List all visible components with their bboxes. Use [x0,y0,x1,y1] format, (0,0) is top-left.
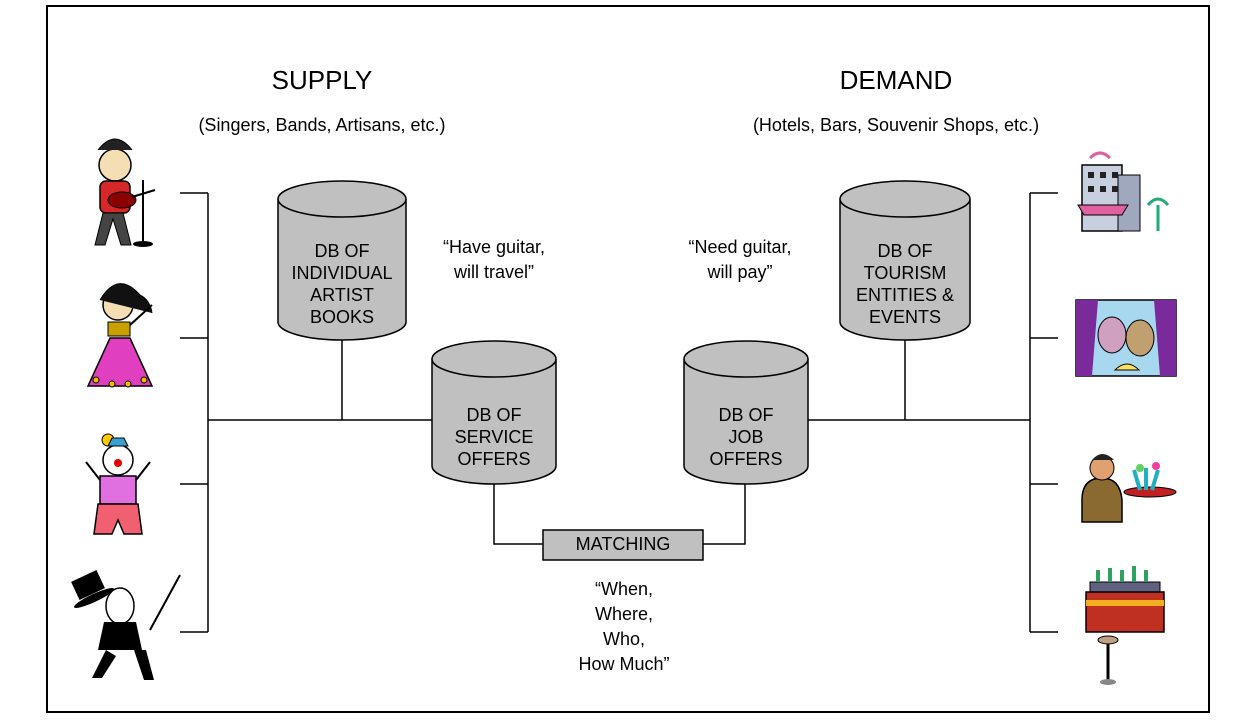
db-job-offers-cylinder [683,340,809,485]
matching-quote: “When, Where, Who, How Much” [578,579,670,674]
db-tourism-cylinder [839,180,971,341]
waiter-with-cocktails-icon [1081,454,1177,523]
supply-title: SUPPLY [271,65,373,95]
clown-icon [85,433,151,535]
hotel-building-icon [1077,151,1170,232]
demand-title: DEMAND [839,65,953,95]
supply-quote: “Have guitar, will travel” [442,237,546,282]
db-service-offers-cylinder [431,340,557,485]
matching-label: MATCHING [575,534,671,554]
db-job-offers-label: DB OF JOB OFFERS [709,405,783,469]
db-artist-books-label: DB OF INDIVIDUAL ARTIST BOOKS [291,241,393,327]
dancer-icon [86,283,154,388]
supply-subtitle: (Singers, Bands, Artisans, etc.) [198,115,446,135]
bar-counter-icon [1085,566,1165,685]
demand-bracket [808,192,1058,633]
top-hat-performer-icon [71,570,181,680]
theater-masks-icon [1075,299,1177,377]
db-service-offers-label: DB OF SERVICE OFFERS [454,405,534,469]
matching-connectors [493,484,746,545]
supply-bracket [180,192,432,633]
demand-subtitle: (Hotels, Bars, Souvenir Shops, etc.) [752,115,1040,135]
matching-box [542,529,704,561]
db-tourism-label: DB OF TOURISM ENTITIES & EVENTS [855,241,954,327]
demand-quote: “Need guitar, will pay” [688,237,792,282]
db-artist-books-cylinder [277,180,407,341]
singer-with-guitar-icon [94,138,156,247]
diagram-frame [46,5,1210,713]
